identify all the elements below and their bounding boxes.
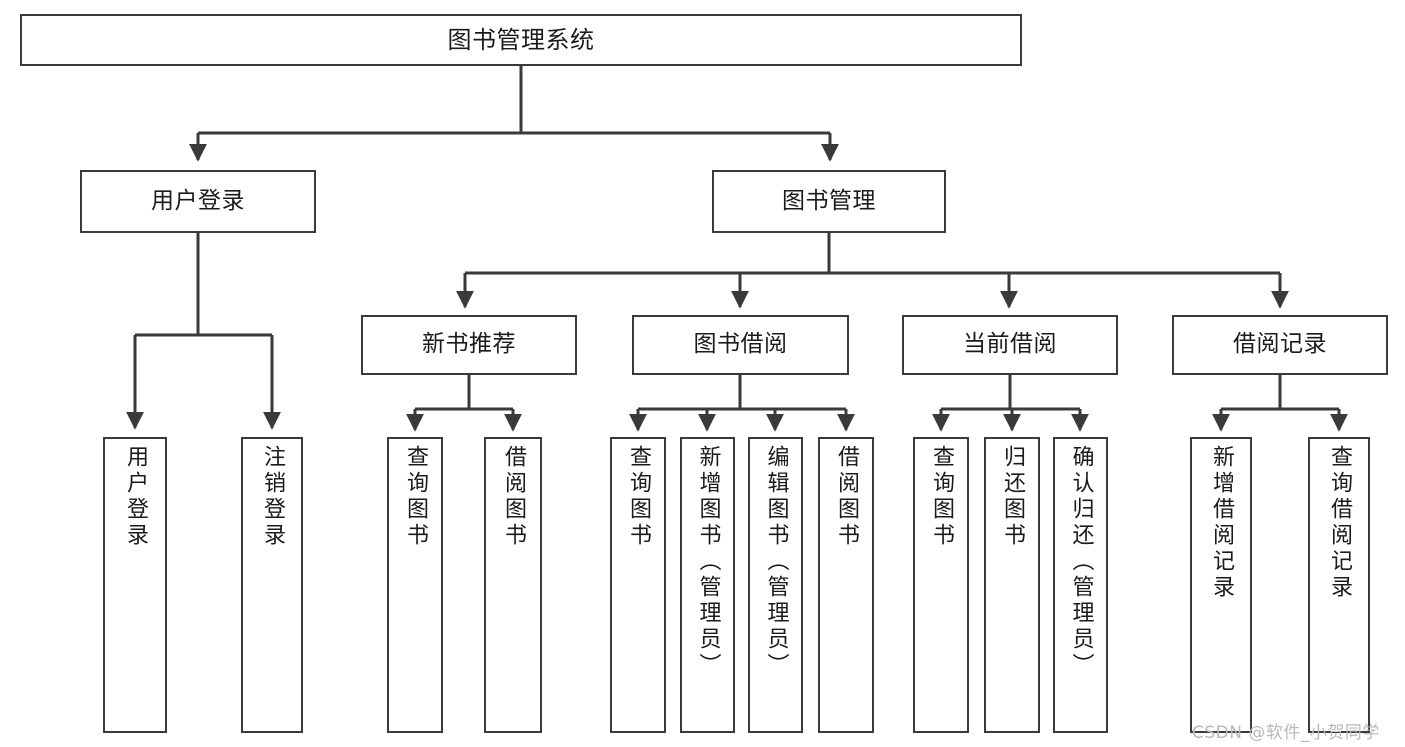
node-leaf-query-record[interactable]: 查询借阅记录 [1308,437,1370,733]
node-label: 新书推荐 [422,331,516,358]
node-new-book-rec[interactable]: 新书推荐 [361,315,577,375]
node-label: 归还图书 [1000,445,1025,549]
node-borrow-record[interactable]: 借阅记录 [1172,315,1388,375]
node-label: 注销登录 [260,445,285,549]
node-label: 借阅图书 [834,445,859,549]
node-label: 借阅图书 [501,445,526,549]
node-label: 新增图书（管理员） [695,445,721,679]
node-label: 用户登录 [123,445,148,549]
node-label: 图书管理系统 [447,25,595,54]
node-label: 图书借阅 [693,331,788,358]
node-label: 新增借阅记录 [1209,445,1234,601]
node-leaf-return-book[interactable]: 归还图书 [984,437,1040,733]
node-leaf-edit-book[interactable]: 编辑图书（管理员） [748,437,803,733]
node-leaf-add-book[interactable]: 新增图书（管理员） [680,437,735,733]
node-leaf-query-book-1[interactable]: 查询图书 [387,437,443,733]
node-leaf-query-book-2[interactable]: 查询图书 [610,437,666,733]
node-label: 确认归还（管理员） [1068,445,1094,679]
node-label: 查询图书 [626,445,651,549]
node-leaf-add-record[interactable]: 新增借阅记录 [1190,437,1252,733]
watermark-text: CSDN @软件_小贺同学 [1192,723,1380,743]
node-label: 当前借阅 [963,331,1057,358]
node-leaf-confirm-return[interactable]: 确认归还（管理员） [1053,437,1108,733]
node-leaf-borrow-book-2[interactable]: 借阅图书 [818,437,874,733]
node-label: 查询借阅记录 [1327,445,1352,601]
node-label: 用户登录 [151,187,245,214]
node-root-system[interactable]: 图书管理系统 [20,14,1022,66]
node-label: 编辑图书（管理员） [763,445,789,679]
node-label: 查询图书 [403,445,428,549]
node-label: 查询图书 [929,445,954,549]
node-user-login[interactable]: 用户登录 [80,170,316,233]
node-current-borrow[interactable]: 当前借阅 [902,315,1118,375]
node-book-borrow[interactable]: 图书借阅 [632,315,849,375]
node-leaf-user-logout[interactable]: 注销登录 [241,437,303,733]
node-leaf-query-book-3[interactable]: 查询图书 [913,437,969,733]
node-label: 借阅记录 [1233,331,1327,358]
node-label: 图书管理 [782,187,876,214]
node-leaf-borrow-book-1[interactable]: 借阅图书 [484,437,542,733]
node-book-manage[interactable]: 图书管理 [712,170,946,233]
node-leaf-user-login[interactable]: 用户登录 [103,437,167,733]
